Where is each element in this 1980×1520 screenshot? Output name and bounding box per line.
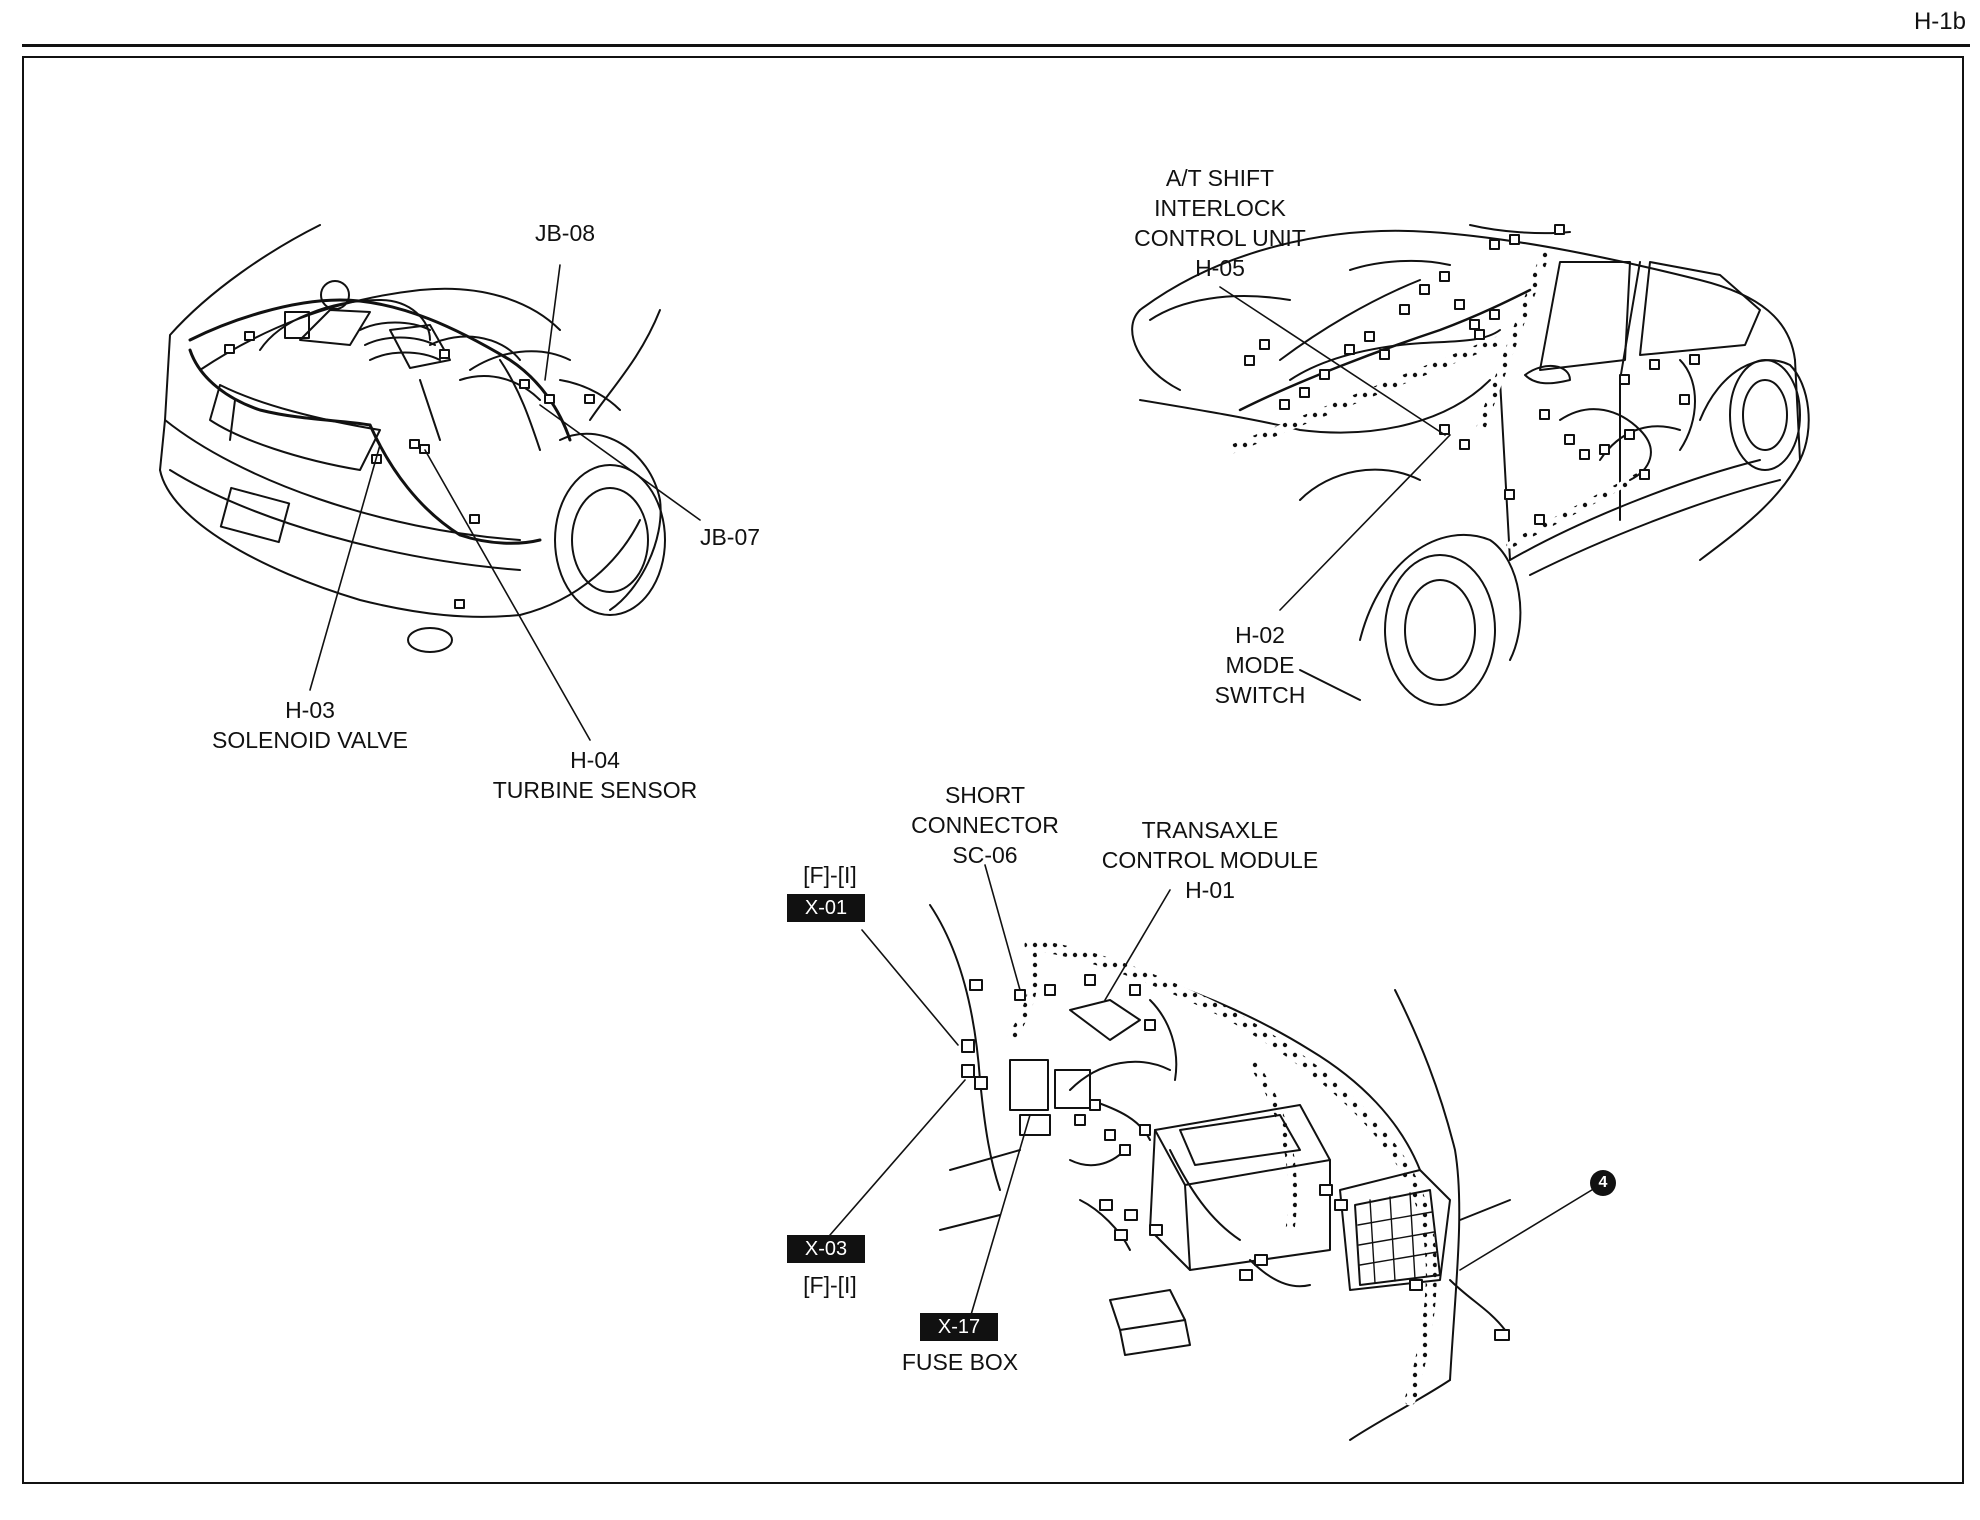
jb08-code: JB-08	[534, 220, 596, 246]
ground-point-badge: 4	[1590, 1170, 1616, 1196]
x01-location: [F]-[I]	[803, 862, 857, 888]
h01-code: H-01	[1185, 877, 1235, 903]
side-car-illustration	[1131, 224, 1810, 706]
h01-label: TRANSAXLE CONTROL MODULE H-01	[1085, 815, 1335, 905]
h02-line1: MODE	[1225, 652, 1295, 678]
h05-line3: CONTROL UNIT	[1134, 225, 1306, 251]
sc06-code: SC-06	[952, 842, 1018, 868]
jb07-label: JB-07	[680, 522, 780, 552]
x01-tag: X-01	[787, 894, 865, 922]
h01-line1: TRANSAXLE	[1141, 817, 1279, 843]
h03-code: H-03	[285, 697, 335, 723]
sc06-label: SHORT CONNECTOR SC-06	[895, 780, 1075, 870]
h02-code: H-02	[1235, 622, 1285, 648]
sc06-line1: SHORT	[944, 782, 1026, 808]
x17-name: FUSE BOX	[901, 1349, 1019, 1375]
h01-line2: CONTROL MODULE	[1101, 847, 1319, 873]
x03-location: [F]-[I]	[803, 1272, 857, 1298]
diagram-frame	[22, 56, 1964, 1484]
h05-line2: INTERLOCK	[1154, 195, 1286, 221]
h04-name: TURBINE SENSOR	[492, 777, 698, 803]
h04-label: H-04 TURBINE SENSOR	[480, 745, 710, 805]
h02-line2: SWITCH	[1214, 682, 1306, 708]
h04-code: H-04	[570, 747, 620, 773]
h05-label: A/T SHIFT INTERLOCK CONTROL UNIT H-05	[1105, 163, 1335, 283]
header-rule	[22, 44, 1970, 47]
h05-line1: A/T SHIFT	[1165, 165, 1275, 191]
h03-label: H-03 SOLENOID VALVE	[195, 695, 425, 755]
front-car-illustration	[159, 224, 701, 741]
h03-name: SOLENOID VALVE	[212, 727, 408, 753]
page-number: H-1b	[1913, 8, 1966, 35]
h02-label: H-02 MODE SWITCH	[1195, 620, 1325, 710]
dash-illustration	[829, 864, 1601, 1441]
jb07-code: JB-07	[699, 524, 761, 550]
x03-tag: X-03	[787, 1235, 865, 1263]
x17-tag: X-17	[920, 1313, 998, 1341]
h05-code: H-05	[1195, 255, 1245, 281]
jb08-label: JB-08	[520, 218, 610, 248]
sc06-line2: CONNECTOR	[911, 812, 1059, 838]
